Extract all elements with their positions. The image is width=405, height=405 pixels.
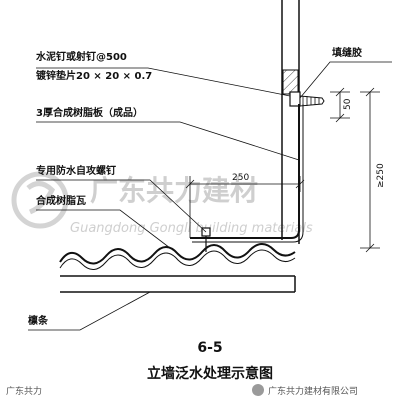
label-purlin: 檩条 — [28, 314, 49, 327]
figure-caption: 立墙泛水处理示意图 — [147, 365, 273, 382]
sealant-joint — [282, 69, 299, 95]
label-tile: 合成树脂瓦 — [35, 194, 86, 207]
footer-right: 广东共力建材有限公司 — [268, 385, 358, 397]
figure-number: 6-5 — [197, 340, 222, 356]
watermark: 广东共力建材 Guangdong Gongli building materia… — [11, 171, 313, 236]
label-screw: 专用防水自攻螺钉 — [36, 164, 116, 177]
dimension-250-vertical — [360, 87, 380, 253]
flashing-board — [190, 104, 304, 243]
leader-lines — [28, 61, 392, 331]
footer-wechat-icon — [252, 384, 264, 396]
label-sealant: 填缝胶 — [332, 46, 362, 59]
watermark-logo-icon — [11, 171, 69, 229]
dimension-250-vertical-label: ≥250 — [376, 163, 386, 188]
resin-tile — [59, 243, 296, 270]
dimension-250-horizontal-label: 250 — [232, 173, 249, 183]
label-nail: 水泥钉或射钉@500 — [35, 50, 127, 63]
watermark-en: Guangdong Gongli building materials — [70, 221, 313, 236]
label-board: 3厚合成树脂板（成品） — [36, 106, 143, 119]
purlin — [60, 275, 296, 293]
dimension-50 — [330, 87, 350, 123]
wall-fastener — [289, 91, 325, 107]
label-washer: 镀锌垫片20 × 20 × 0.7 — [36, 69, 152, 82]
dimension-250-horizontal — [185, 176, 305, 238]
dimension-50-label: 50 — [343, 98, 353, 110]
watermark-cn: 广东共力建材 — [90, 174, 258, 207]
wall — [281, 0, 300, 244]
footer-left: 广东共力 — [6, 385, 42, 397]
